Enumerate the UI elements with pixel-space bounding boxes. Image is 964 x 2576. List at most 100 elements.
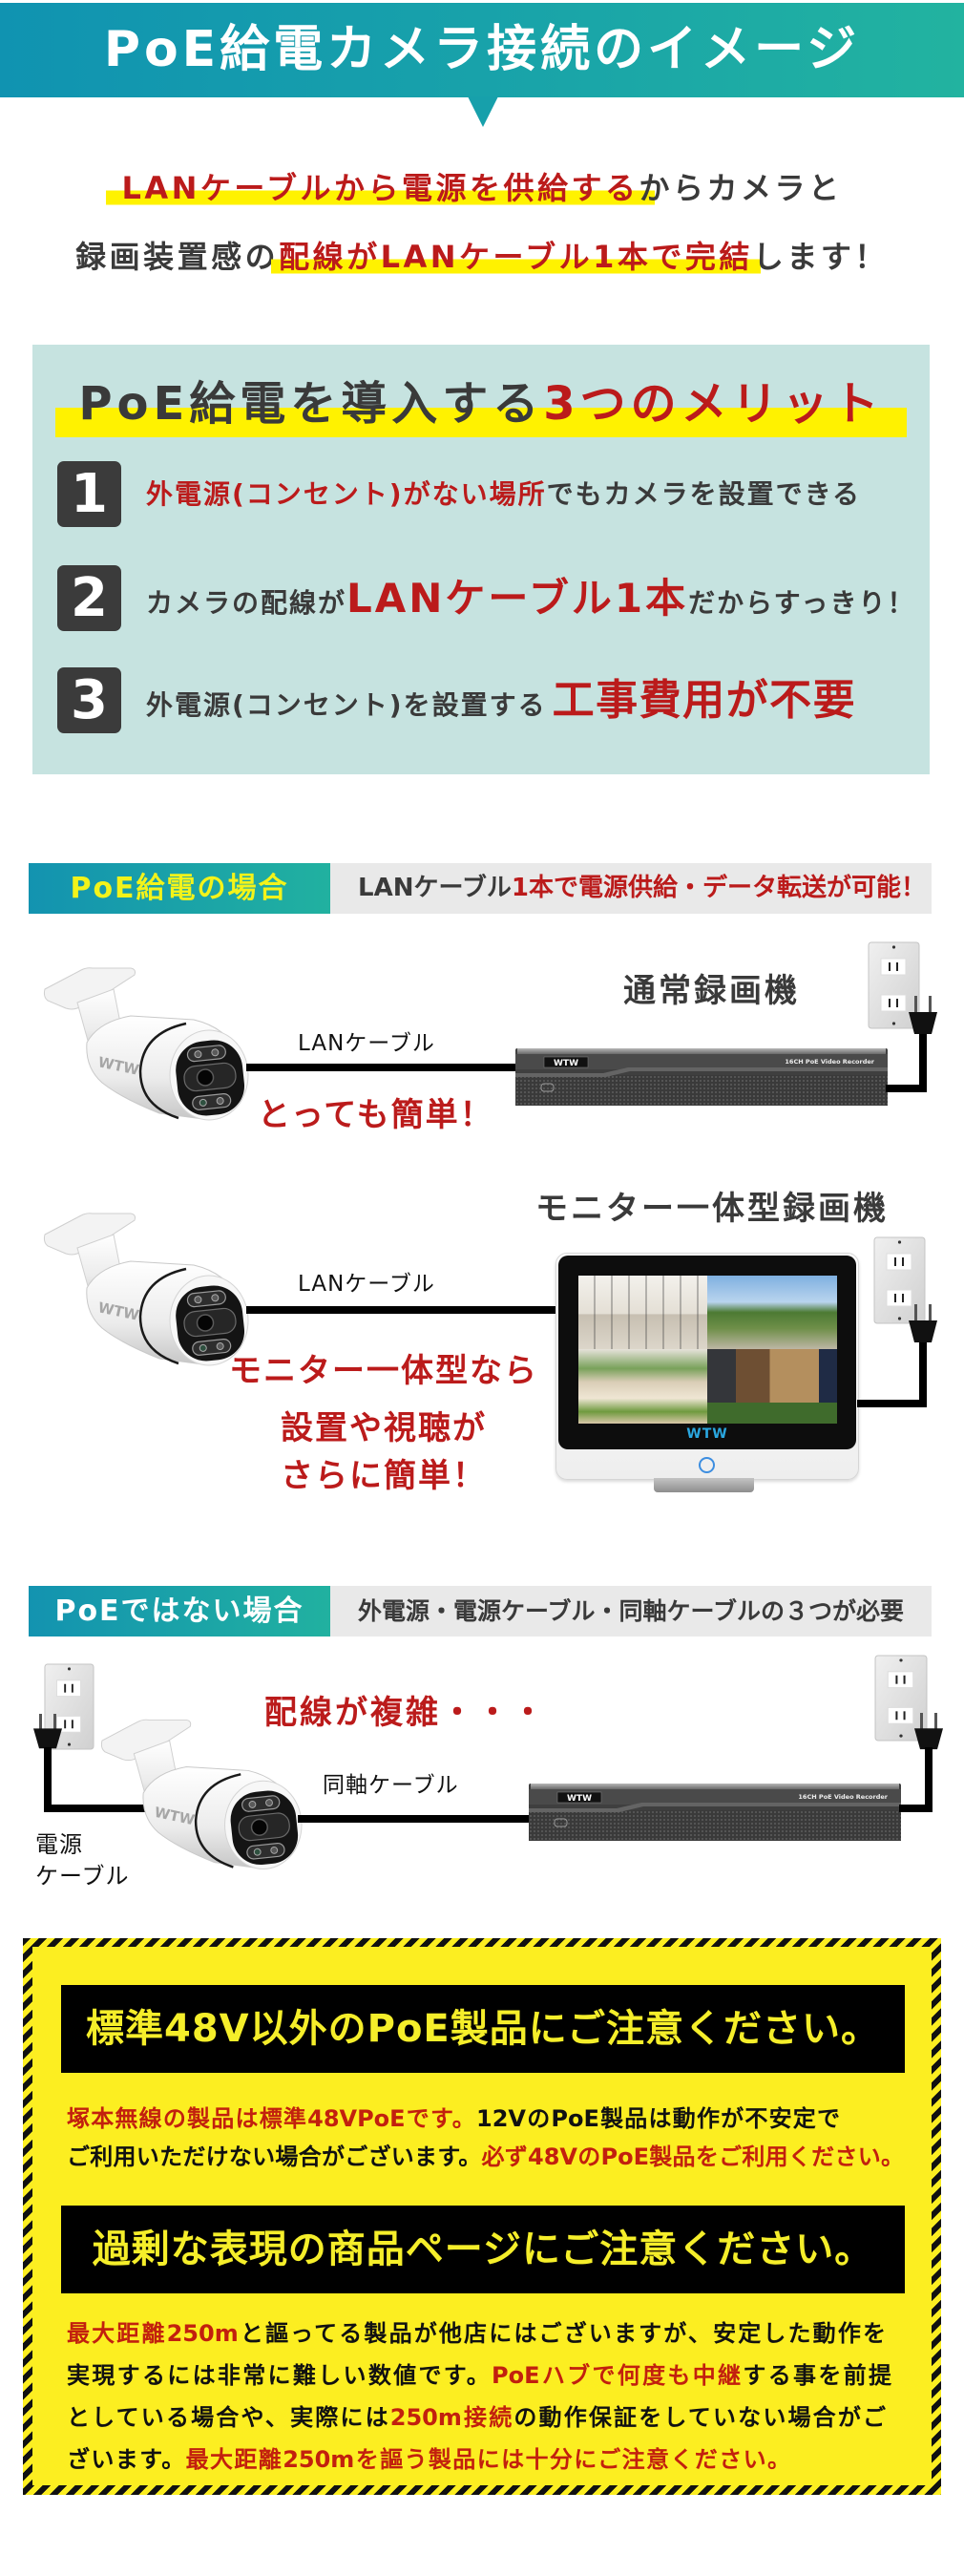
intro-line-2: 録画装置感の配線がLANケーブル1本で完結します！: [0, 236, 964, 278]
notice-text-red: 最大距離250mを謳う製品には十分にご注意ください。: [185, 2446, 790, 2473]
intro-text: 録画装置感の: [75, 239, 280, 275]
power-plug-icon: [909, 996, 937, 1036]
camera-image: WTW: [43, 967, 249, 1121]
power-plug-icon: [909, 1304, 937, 1344]
notice-text: ざいます。: [67, 2446, 186, 2473]
intro-line-1: LANケーブルから電源を供給するからカメラと: [0, 167, 964, 209]
notice-text-red: PoEハブで何度も中継: [492, 2362, 744, 2389]
power-button-icon: [699, 1457, 715, 1473]
cable-label: LANケーブル: [298, 1031, 435, 1056]
caption-line: モニター一体型なら: [229, 1352, 538, 1390]
notice-text-red: 250m接続: [389, 2404, 514, 2431]
cable-label: 同軸ケーブル: [323, 1773, 459, 1798]
merit-text-dark: カメラの配線が: [146, 587, 347, 619]
wall-outlet-image: [44, 1663, 94, 1750]
camera-feed-meeting-room: [578, 1349, 707, 1424]
section-tag: PoE給電の場合: [29, 863, 330, 914]
monitor-bezel: WTW: [558, 1256, 856, 1449]
banner-pointer-triangle: [468, 96, 498, 127]
nvr-brand-logo: WTW: [567, 1794, 592, 1804]
merit-number-badge: 1: [57, 461, 121, 527]
camera-feed-lobby: [578, 1276, 707, 1349]
notice-body-48v: 塚本無線の製品は標準48VPoEです。12VのPoE製品は動作が不安定で ご利用…: [67, 2100, 904, 2176]
nvr-model-text: 16CH PoE Video Recorder: [785, 1058, 874, 1066]
power-cord-vertical: [919, 1342, 927, 1407]
monitor-screen: [578, 1276, 837, 1424]
camera-image: WTW: [100, 1719, 303, 1869]
merit-item-1: 外電源(コンセント)がない場所でもカメラを設置できる: [146, 461, 861, 527]
section-header-poe: PoE給電の場合 LANケーブル1本で電源供給・データ転送が可能！: [29, 863, 932, 914]
power-cord-vertical: [925, 1747, 933, 1812]
section-desc-red: 1本で電源供給・データ転送が可能！: [511, 874, 926, 902]
coax-cable-line: [298, 1815, 531, 1823]
nvr-recorder-image: WTW 16CH PoE Video Recorder: [515, 1048, 888, 1106]
caption-easy: とっても簡単！: [258, 1096, 494, 1134]
notice-text-red: 塚本無線の製品は標準48VPoEです。: [67, 2105, 477, 2132]
nvr-model-text: 16CH PoE Video Recorder: [798, 1793, 888, 1801]
merit-text-dark: だからすっきり！: [688, 587, 916, 619]
caution-box: 標準48V以外のPoE製品にご注意ください。 塚本無線の製品は標準48VPoEで…: [23, 1938, 941, 2495]
monitor-brand-logo: WTW: [686, 1426, 728, 1442]
nvr-recorder-image: WTW 16CH PoE Video Recorder: [529, 1784, 901, 1841]
power-cord-horizontal: [899, 1805, 933, 1812]
diagram-poe-monitor: モニター一体型録画機 WTW LANケーブル: [0, 1184, 964, 1499]
notice-line: 実現するには非常に難しい数値です。PoEハブで何度も中継する事を前提: [67, 2354, 891, 2397]
notice-text-red: 必ず48VのPoE製品をご利用ください。: [481, 2143, 904, 2170]
notice-line: ざいます。最大距離250mを謳う製品には十分にご注意ください。: [67, 2439, 790, 2481]
header-banner: PoE給電カメラ接続のイメージ: [0, 3, 964, 97]
complex-wiring-warning: 配線が複雑・・・: [264, 1694, 547, 1732]
intro-text: します！: [752, 239, 889, 275]
nvr-brand-logo: WTW: [554, 1059, 578, 1068]
intro-highlight-text: LANケーブルから電源を供給する: [106, 170, 655, 206]
power-cord-horizontal: [886, 1085, 927, 1092]
intro-highlight-text: 配線がLANケーブル1本で完結: [271, 239, 761, 275]
diagram-non-poe: 配線が複雑・・・ WTW 同軸ケーブル: [0, 1647, 964, 1895]
notice-text: と謳ってる製品が他店にはございますが、安定した動作を: [238, 2320, 886, 2347]
section-tag: PoEではない場合: [29, 1586, 330, 1636]
power-cord-vertical: [919, 1034, 927, 1092]
power-plug-icon: [914, 1713, 943, 1751]
power-cord-horizontal: [44, 1805, 153, 1812]
notice-title-exaggeration: 過剰な表現の商品ページにご注意ください。: [61, 2206, 905, 2293]
notice-line: 塚本無線の製品は標準48VPoEです。12VのPoE製品は動作が不安定で: [67, 2100, 840, 2138]
merit-text-red: 外電源(コンセント)がない場所: [146, 478, 547, 510]
notice-text: としている場合や、実際には: [67, 2404, 390, 2431]
merit-item-3: 外電源(コンセント)を設置する工事費用が不要: [146, 667, 856, 733]
caption-line: 設置や視聴が: [281, 1409, 487, 1447]
camera-image: WTW: [43, 1213, 249, 1366]
merit-item-2: カメラの配線がLANケーブル1本だからすっきり！: [146, 565, 915, 631]
recorder-label: モニター一体型録画機: [535, 1190, 889, 1228]
notice-text: ご利用いただけない場合がございます。: [67, 2143, 482, 2170]
section-description: LANケーブル1本で電源供給・データ転送が可能！: [330, 863, 932, 914]
notice-line: としている場合や、実際には250m接続の動作保証をしていない場合がご: [67, 2397, 886, 2439]
power-cord-vertical: [44, 1747, 52, 1812]
merits-title-dark: PoE給電を導入する: [78, 377, 544, 431]
merit-text-dark: でもカメラを設置できる: [546, 478, 862, 510]
cable-label: LANケーブル: [298, 1272, 435, 1297]
caption-line: さらに簡単！: [281, 1457, 487, 1495]
section-desc-dark: LANケーブル: [358, 874, 512, 902]
section-header-non-poe: PoEではない場合 外電源・電源ケーブル・同軸ケーブルの３つが必要: [29, 1586, 932, 1636]
notice-text-red: 最大距離250m: [67, 2320, 239, 2347]
merit-text-red-large: 工事費用が不要: [552, 676, 857, 725]
intro-text: からカメラと: [639, 170, 843, 206]
power-plug-icon: [33, 1714, 62, 1750]
lan-cable-line: [246, 1306, 558, 1314]
merit-text-red-large: LANケーブル1本: [346, 575, 689, 622]
power-cable-label: ケーブル: [35, 1863, 130, 1890]
monitor-recorder-image: WTW: [555, 1253, 859, 1480]
merits-panel: PoE給電を導入する3つのメリット 1 外電源(コンセント)がない場所でもカメラ…: [32, 345, 930, 774]
merit-number-badge: 2: [57, 565, 121, 631]
wall-outlet-image: [868, 941, 920, 1029]
diagram-poe-nvr: WTW LANケーブル 通常録画機 WTW 16CH PoE Video Rec…: [0, 936, 964, 1141]
notice-line: ご利用いただけない場合がございます。必ず48VのPoE製品をご利用ください。: [67, 2138, 904, 2176]
power-cable-label: 電源: [35, 1831, 83, 1858]
notice-text: の動作保証をしていない場合がご: [513, 2404, 887, 2431]
merits-title: PoE給電を導入する3つのメリット: [32, 377, 930, 431]
merit-number-badge: 3: [57, 667, 121, 733]
section-description: 外電源・電源ケーブル・同軸ケーブルの３つが必要: [330, 1586, 932, 1636]
notice-text: 実現するには非常に難しい数値です。: [67, 2362, 492, 2389]
wall-outlet-image: [873, 1236, 926, 1324]
camera-feed-entrance: [707, 1349, 837, 1424]
